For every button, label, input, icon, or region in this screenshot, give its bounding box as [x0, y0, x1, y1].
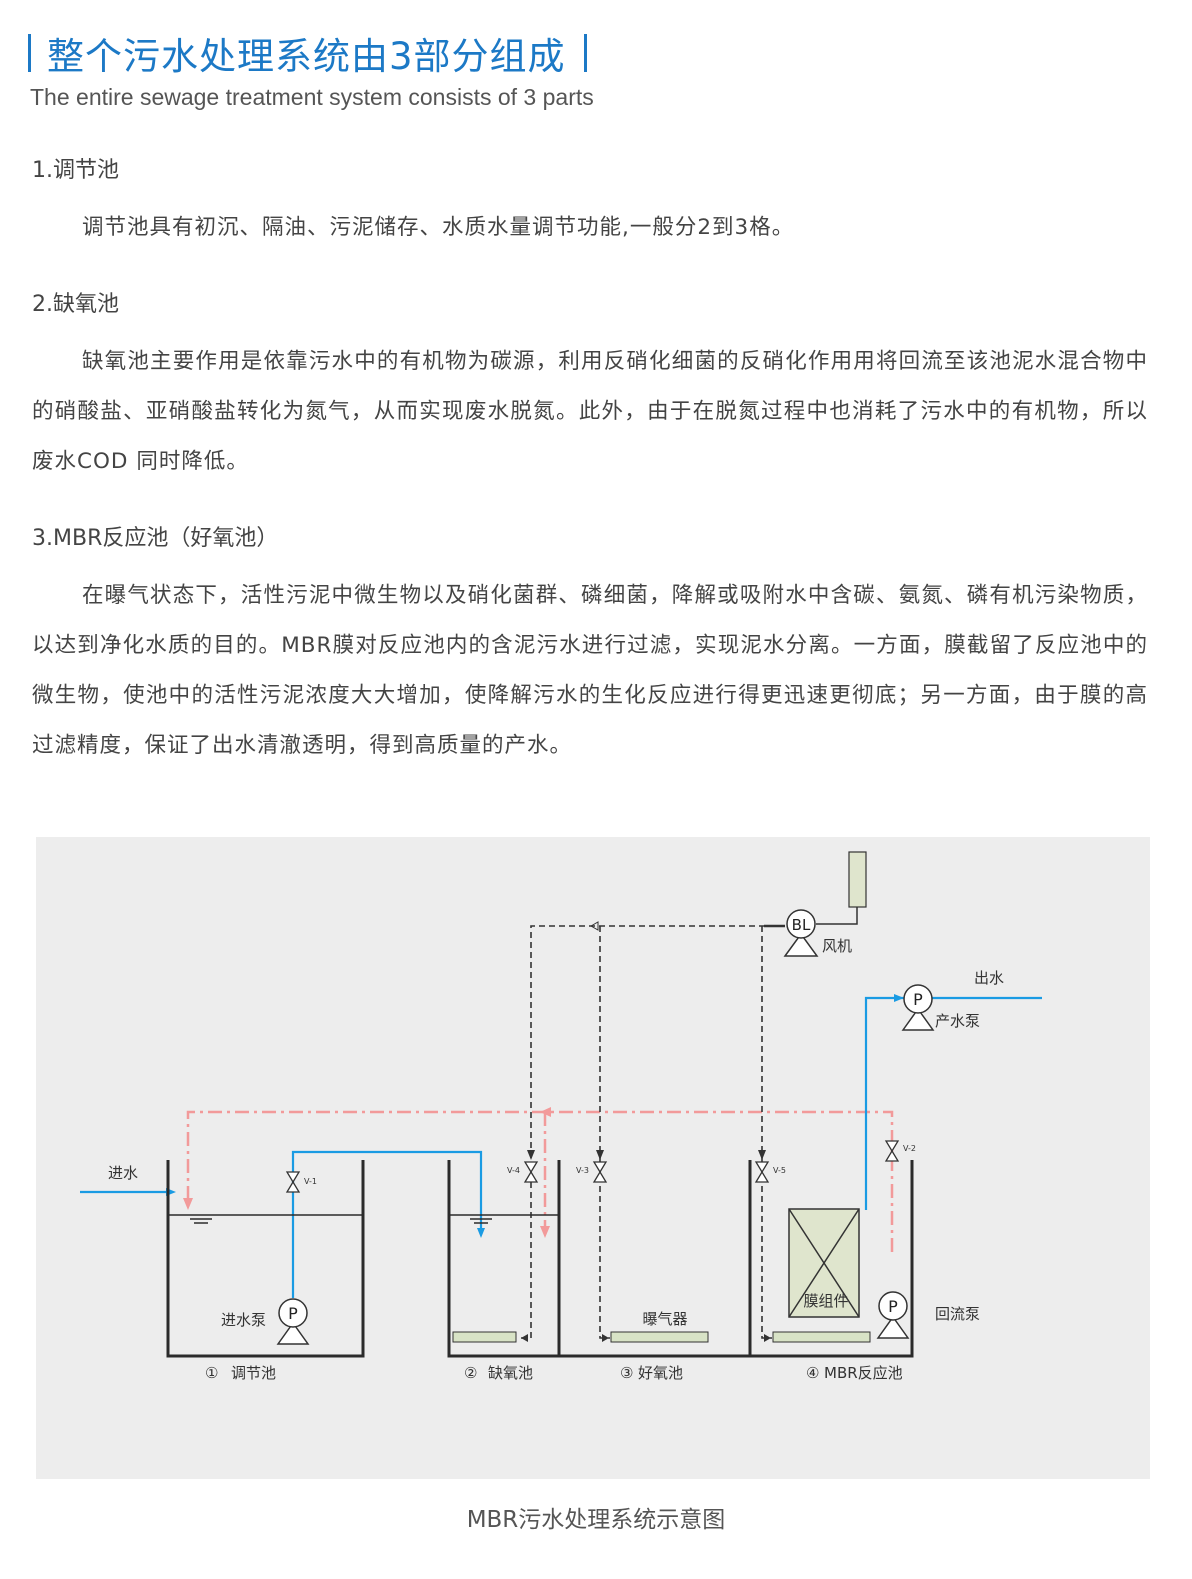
- tank-4-num: ④: [806, 1364, 819, 1382]
- section-body-3: 在曝气状态下，活性污泥中微生物以及硝化菌群、磷细菌，降解或吸附水中含碳、氨氮、磷…: [32, 583, 1148, 758]
- tank-1-name: 调节池: [231, 1364, 276, 1382]
- blower-filter-icon: [848, 851, 867, 908]
- tank-walls: [166, 1160, 914, 1358]
- tank-1-num: ①: [205, 1364, 218, 1382]
- air-arrow-1: [527, 1150, 535, 1160]
- title-right-bar: [583, 34, 587, 72]
- section-heading-1: 1.调节池: [32, 158, 119, 183]
- aerator-label: 曝气器: [642, 1310, 687, 1328]
- transfer-line: [291, 1150, 483, 1298]
- membrane-module-icon: [788, 1208, 860, 1318]
- return-pump-label: 回流泵: [935, 1305, 980, 1323]
- tank-2-4-wall: [447, 1160, 914, 1358]
- inlet-label: 进水: [108, 1164, 138, 1182]
- title-text: 整个污水处理系统由3部分组成: [47, 35, 566, 78]
- aerator-anoxic: [452, 1331, 517, 1343]
- air-arrow-3: [758, 1150, 766, 1160]
- return-arrow-1: [183, 1198, 193, 1210]
- tank-1-wall: [166, 1160, 365, 1358]
- valve-v3-icon: [592, 1161, 608, 1183]
- valve-v5-label: V-5: [773, 1166, 786, 1175]
- valve-v4-label: V-4: [507, 1166, 520, 1175]
- outlet-label: 出水: [974, 969, 1004, 987]
- valve-v5-icon: [754, 1161, 770, 1183]
- return-arrow-2: [540, 1226, 550, 1238]
- product-pump-label: 产水泵: [935, 1012, 980, 1030]
- transfer-arrow: [477, 1228, 485, 1238]
- section-body-1: 调节池具有初沉、隔油、污泥储存、水质水量调节功能,一般分2到3格。: [82, 215, 795, 240]
- tank-2-name: 缺氧池: [488, 1364, 533, 1382]
- product-pump-symbol: P: [913, 990, 923, 1009]
- product-arrow: [894, 994, 904, 1002]
- membrane-label: 膜组件: [803, 1292, 848, 1310]
- page-subtitle: The entire sewage treatment system consi…: [30, 84, 594, 110]
- air-arrow-4: [521, 1334, 528, 1342]
- air-line-mbr: [761, 926, 772, 1339]
- valve-v3-label: V-3: [576, 1166, 589, 1175]
- product-pump-icon: [901, 984, 935, 1031]
- valve-v1-icon: [285, 1171, 301, 1193]
- title-left-bar: [28, 34, 31, 72]
- air-arrow-7: [589, 921, 599, 931]
- valve-v2-label: V-2: [903, 1144, 916, 1153]
- air-arrow-5: [602, 1334, 609, 1342]
- water-surfaces: [169, 1214, 558, 1224]
- return-pump-icon: [876, 1291, 910, 1339]
- tank-4-name: MBR反应池: [824, 1364, 903, 1382]
- diagram-caption: MBR污水处理系统示意图: [466, 1507, 726, 1533]
- return-pump-symbol: P: [888, 1297, 898, 1316]
- inlet-pump-label: 进水泵: [221, 1311, 266, 1329]
- product-line-a: [864, 996, 904, 1210]
- blower-icon: [783, 909, 819, 957]
- mbr-diagram: BL 风机 进水 出水 V-1 V-4 V-3 V-5: [36, 837, 1150, 1479]
- blower-pipe: [816, 907, 858, 925]
- aerator-aerobic: [610, 1331, 709, 1343]
- tank-3-num: ③: [620, 1364, 633, 1382]
- air-arrow-6: [764, 1334, 771, 1342]
- inlet-pump-icon: [276, 1298, 310, 1345]
- section-heading-3: 3.MBR反应池（好氧池）: [32, 526, 279, 551]
- tank-3-name: 好氧池: [638, 1364, 683, 1382]
- valve-v4-icon: [523, 1161, 539, 1183]
- valve-v1-label: V-1: [304, 1177, 317, 1186]
- air-arrow-2: [596, 1150, 604, 1160]
- section-body-2: 缺氧池主要作用是依靠污水中的有机物为碳源，利用反硝化细菌的反硝化作用用将回流至该…: [32, 349, 1148, 474]
- valve-v2-icon: [884, 1140, 900, 1162]
- blower-label: 风机: [822, 937, 852, 955]
- return-arrow-3: [540, 1107, 551, 1117]
- blower-symbol: BL: [792, 916, 811, 934]
- inlet-pump-symbol: P: [288, 1304, 298, 1323]
- page-title: 整个污水处理系统由3部分组成: [28, 30, 587, 78]
- air-line-aerobic: [599, 926, 610, 1339]
- aerator-mbr: [772, 1331, 871, 1343]
- section-heading-2: 2.缺氧池: [32, 292, 119, 317]
- water-line: [80, 996, 1042, 1298]
- tank-2-num: ②: [464, 1364, 477, 1382]
